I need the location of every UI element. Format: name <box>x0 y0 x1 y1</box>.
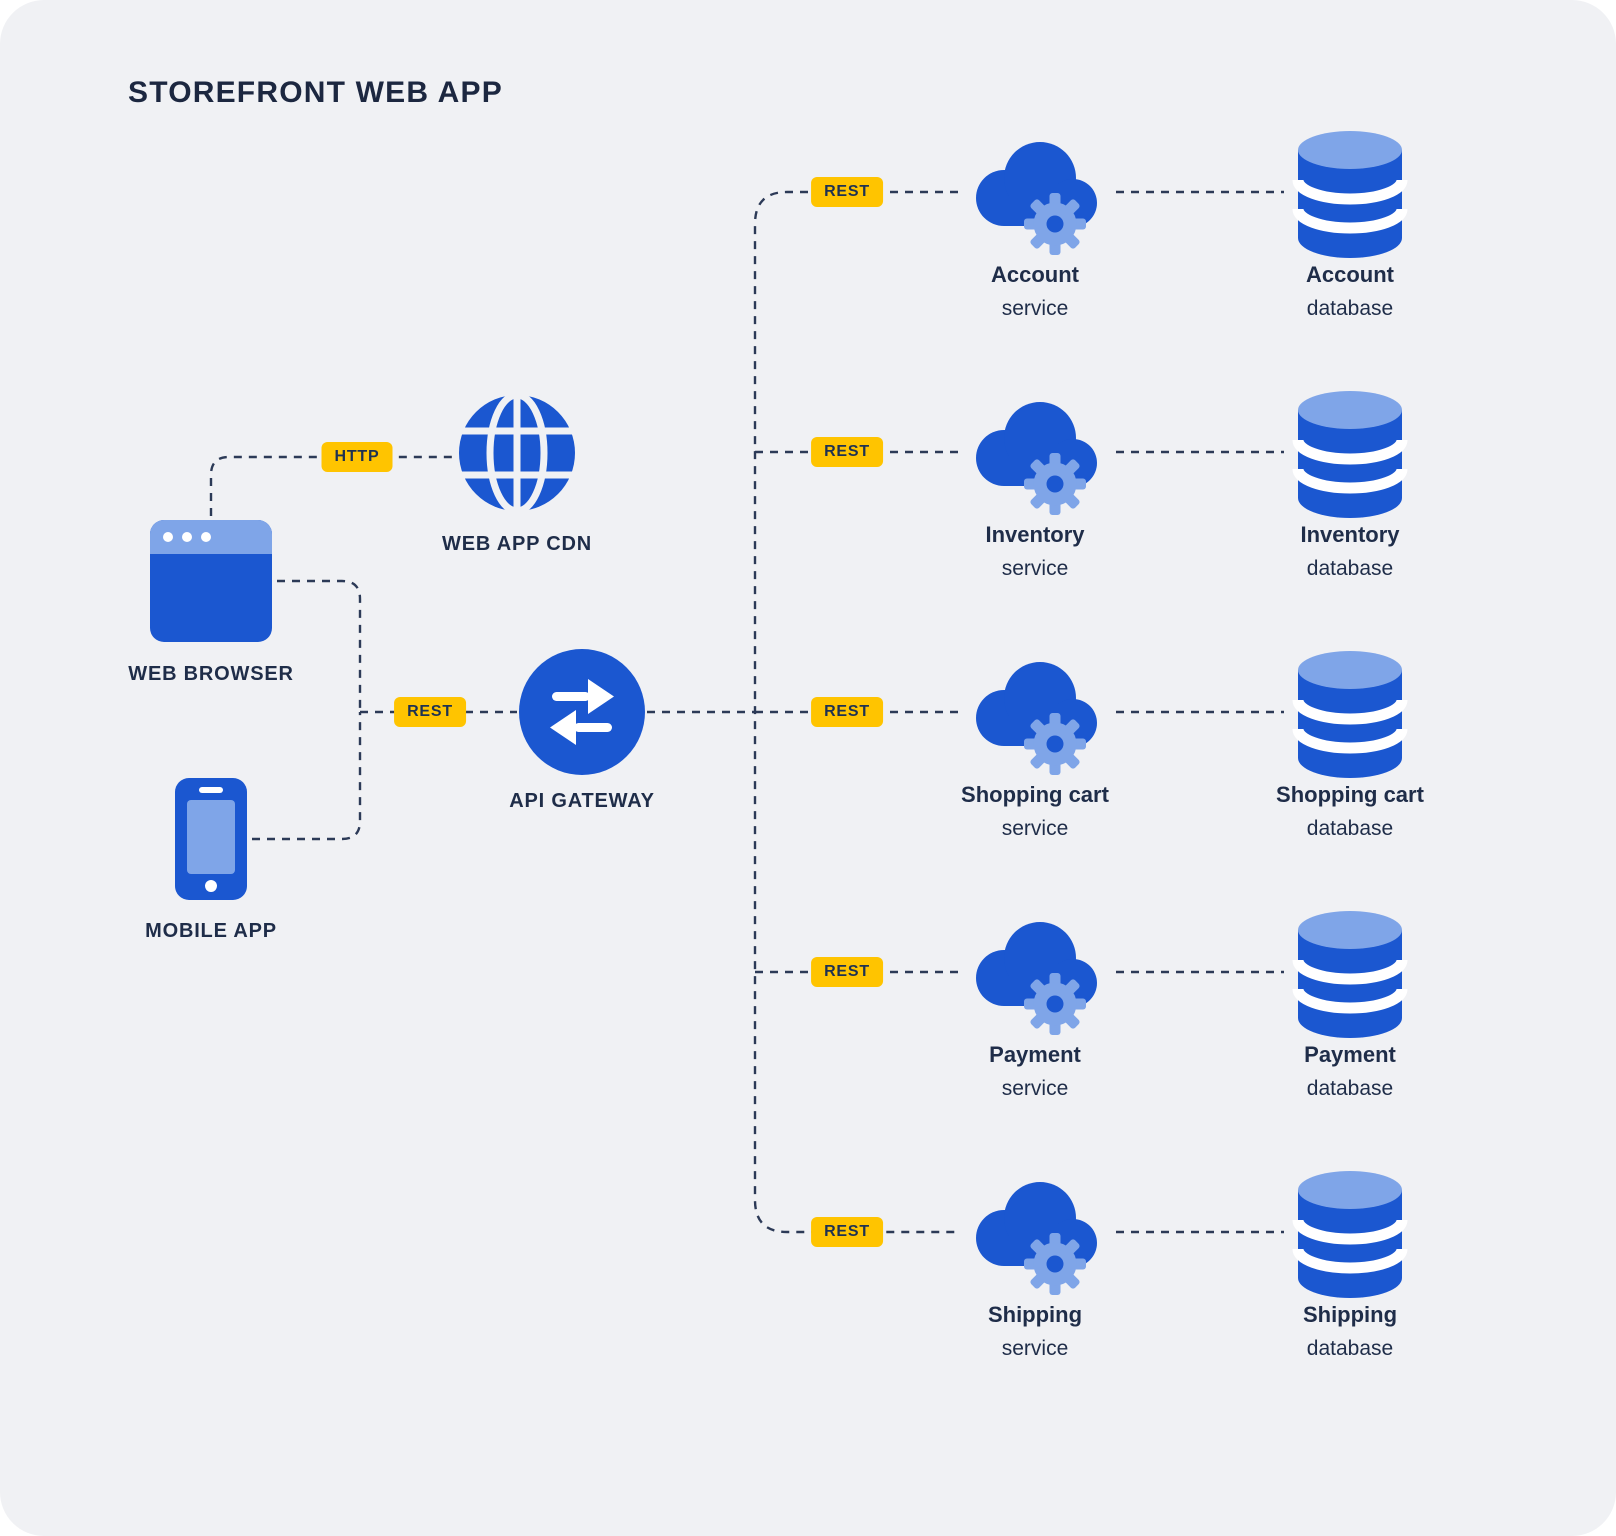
rest-badge: REST <box>811 437 883 467</box>
database-icon <box>1290 646 1410 785</box>
database-icon <box>1290 1166 1410 1305</box>
service-subtitle: service <box>1001 1077 1069 1100</box>
diagram-title: STOREFRONT WEB APP <box>128 76 503 109</box>
database-icon <box>1290 126 1410 265</box>
cdn-label: WEB APP CDN <box>442 533 592 555</box>
browser-toolbar <box>150 520 272 554</box>
phone-speaker <box>199 787 223 793</box>
browser-dot-icon <box>201 532 211 542</box>
service-label: Shipping service <box>915 1302 1155 1361</box>
service-label: Account service <box>915 262 1155 321</box>
rest-badge-gateway: REST <box>394 697 466 727</box>
service-subtitle: service <box>1001 1337 1069 1360</box>
cloud-gear-icon <box>960 382 1110 527</box>
smartphone-icon <box>175 778 247 900</box>
service-subtitle: service <box>1001 817 1069 840</box>
cloud-gear-icon <box>960 902 1110 1047</box>
browser-label: WEB BROWSER <box>128 663 294 685</box>
service-subtitle: service <box>1001 297 1069 320</box>
cloud-gear-icon <box>960 1162 1110 1307</box>
service-subtitle: service <box>1001 557 1069 580</box>
database-title: Account <box>1306 262 1394 287</box>
database-label: Inventory database <box>1230 522 1470 581</box>
rest-badge: REST <box>811 1217 883 1247</box>
database-icon <box>1290 906 1410 1045</box>
service-title: Shopping cart <box>961 782 1109 807</box>
database-icon <box>1290 386 1410 525</box>
service-label: Shopping cart service <box>915 782 1155 841</box>
database-subtitle: database <box>1306 297 1394 320</box>
database-subtitle: database <box>1306 1077 1394 1100</box>
browser-dot-icon <box>163 532 173 542</box>
service-title: Shipping <box>987 1302 1083 1327</box>
database-title: Shipping <box>1302 1302 1398 1327</box>
phone-home-button <box>205 880 217 892</box>
phone-screen <box>187 800 235 874</box>
service-title: Inventory <box>985 522 1085 547</box>
globe-icon <box>454 390 580 521</box>
database-label: Account database <box>1230 262 1470 321</box>
cloud-gear-icon <box>960 122 1110 267</box>
service-title: Payment <box>989 1042 1081 1067</box>
gateway-label: API GATEWAY <box>509 790 655 812</box>
service-title: Account <box>991 262 1079 287</box>
database-subtitle: database <box>1306 1337 1394 1360</box>
database-label: Shopping cart database <box>1230 782 1470 841</box>
service-label: Inventory service <box>915 522 1155 581</box>
cloud-gear-icon <box>960 642 1110 787</box>
database-subtitle: database <box>1306 817 1394 840</box>
database-title: Shopping cart <box>1276 782 1424 807</box>
rest-badge: REST <box>811 957 883 987</box>
browser-window-icon <box>150 520 272 642</box>
service-label: Payment service <box>915 1042 1155 1101</box>
mobile-label: MOBILE APP <box>145 920 277 942</box>
database-label: Shipping database <box>1230 1302 1470 1361</box>
browser-dot-icon <box>182 532 192 542</box>
database-subtitle: database <box>1306 557 1394 580</box>
http-badge: HTTP <box>321 442 393 472</box>
rest-badge: REST <box>811 177 883 207</box>
rest-badge: REST <box>811 697 883 727</box>
database-title: Inventory <box>1300 522 1400 547</box>
database-label: Payment database <box>1230 1042 1470 1101</box>
database-title: Payment <box>1304 1042 1396 1067</box>
api-gateway-icon <box>519 649 645 780</box>
